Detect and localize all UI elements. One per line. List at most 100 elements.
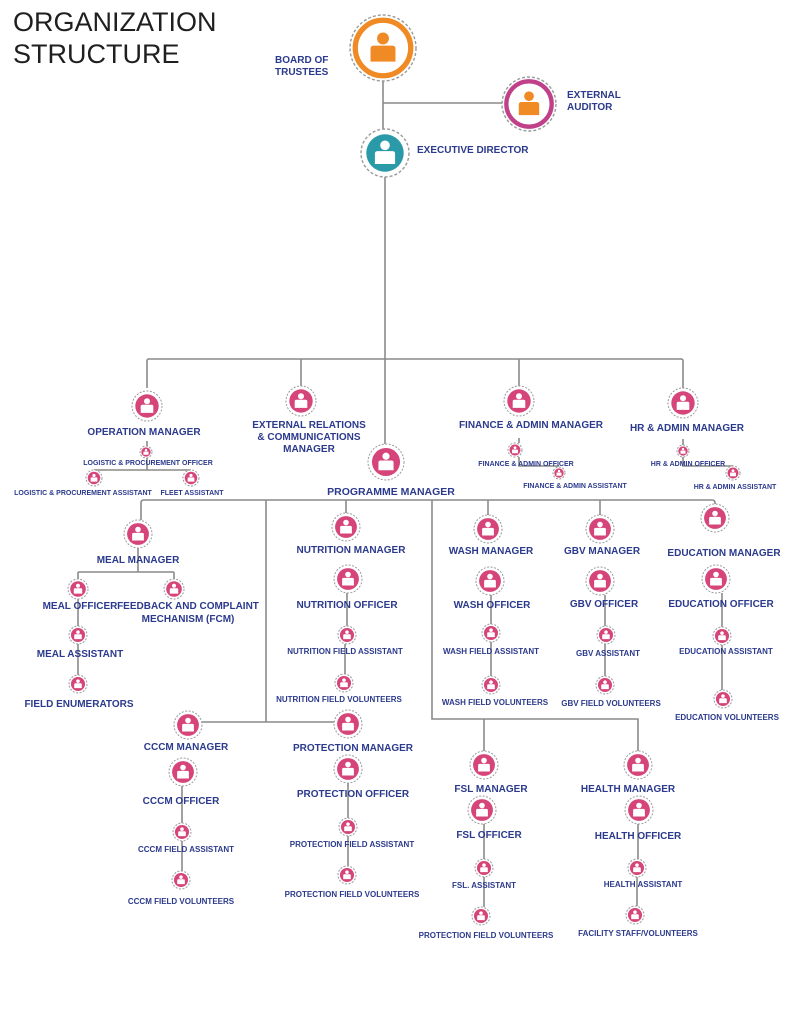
org-node-fe: FIELD ENUMERATORS [24, 674, 134, 710]
org-node-gbvv: GBV FIELD VOLUNTEERS [561, 675, 661, 708]
node-label-line: NUTRITION FIELD ASSISTANT [287, 647, 403, 656]
org-node-healtha: HEALTH ASSISTANT [604, 858, 682, 889]
org-node-fslo: FSL OFFICER [456, 795, 522, 841]
person-body [512, 399, 526, 408]
node-label-line: EDUCATION MANAGER [667, 548, 781, 559]
org-node-fao: FINANCE & ADMIN OFFICER [478, 442, 574, 468]
person-head [76, 679, 80, 683]
org-node-mealm: MEAL MANAGER [97, 519, 180, 566]
person-head [633, 910, 637, 914]
node-label-line: WASH OFFICER [454, 600, 531, 611]
org-node-fleet: FLEET ASSISTANT [161, 469, 224, 497]
node-label: FACILITY STAFF/VOLUNTEERS [578, 929, 698, 938]
person-head [712, 510, 718, 517]
person-body [340, 682, 348, 688]
org-node-opm: OPERATION MANAGER [87, 390, 201, 438]
org-node-eduo: EDUCATION OFFICER [668, 564, 774, 610]
node-label-line: PROTECTION MANAGER [293, 743, 414, 754]
node-label: WASH MANAGER [449, 546, 534, 557]
person-body [487, 632, 495, 638]
person-head [135, 526, 141, 533]
person-body [484, 579, 496, 588]
person-body [370, 45, 396, 62]
node-label: WASH FIELD VOLUNTEERS [442, 698, 549, 707]
org-node-hrm: HR & ADMIN MANAGER [630, 387, 745, 434]
person-body [187, 477, 195, 482]
person-head [597, 521, 603, 528]
person-body [709, 516, 721, 525]
node-label-line: EDUCATION OFFICER [668, 599, 774, 610]
node-label: EDUCATION VOLUNTEERS [675, 713, 780, 722]
org-node-fam: FINANCE & ADMIN MANAGER [459, 385, 604, 431]
node-label-line: MEAL OFFICER [43, 601, 119, 612]
node-label-line: CCCM FIELD ASSISTANT [138, 845, 234, 854]
connector-line [431, 500, 639, 751]
person-head [76, 583, 80, 588]
person-body [632, 763, 644, 772]
node-label: CCCM FIELD ASSISTANT [138, 845, 234, 854]
org-node-cccmo: CCCM OFFICER [143, 757, 220, 807]
person-head [635, 757, 641, 764]
person-head [516, 393, 522, 400]
person-body [518, 102, 540, 116]
person-head [345, 630, 349, 634]
page-title: ORGANIZATION STRUCTURE [13, 6, 217, 70]
node-label: GBV ASSISTANT [576, 649, 640, 658]
person-body [177, 879, 185, 885]
node-label: FIELD ENUMERATORS [24, 699, 133, 710]
node-label: WASH OFFICER [454, 600, 531, 611]
node-label: WASH FIELD ASSISTANT [443, 647, 539, 656]
person-body [74, 683, 82, 689]
node-label: HEALTH OFFICER [595, 831, 682, 842]
person-head [557, 469, 561, 473]
node-label: FSL. ASSISTANT [452, 881, 516, 890]
person-body [342, 722, 354, 731]
org-node-exec: EXECUTIVE DIRECTOR [360, 128, 529, 178]
org-node-cccmv: CCCM FIELD VOLUNTEERS [128, 870, 235, 906]
node-label-line: NUTRITION MANAGER [297, 545, 407, 556]
node-label-line: WASH FIELD VOLUNTEERS [442, 698, 549, 707]
person-head [144, 398, 150, 405]
person-body [343, 634, 351, 640]
person-head [76, 630, 80, 634]
node-label: FINANCE & ADMIN MANAGER [459, 420, 604, 431]
org-node-cccma: CCCM FIELD ASSISTANT [138, 822, 234, 854]
org-node-proto: PROTECTION OFFICER [297, 754, 410, 800]
org-node-gbvo: GBV OFFICER [570, 566, 639, 610]
org-node-healtho: HEALTH OFFICER [595, 795, 682, 842]
person-body [718, 635, 726, 641]
node-label: HR & ADMIN MANAGER [630, 423, 745, 434]
node-label: HEALTH MANAGER [581, 784, 676, 795]
person-body [343, 874, 351, 880]
person-body [177, 770, 189, 779]
org-node-lpo: LOGISTIC & PROCUREMENT OFFICER [83, 445, 213, 467]
node-label: MEAL OFFICER [43, 601, 119, 612]
node-label-line: BOARD OF [275, 55, 328, 66]
node-label-line: PROTECTION FIELD VOLUNTEERS [419, 931, 554, 940]
person-body [477, 915, 485, 921]
node-label-line: EDUCATION ASSISTANT [679, 647, 773, 656]
person-head [185, 717, 191, 724]
node-label-line: CCCM MANAGER [144, 742, 229, 753]
node-label-line: FACILITY STAFF/VOLUNTEERS [578, 929, 698, 938]
node-label-line: EXECUTIVE DIRECTOR [417, 145, 529, 156]
person-body [480, 867, 488, 873]
node-label: EDUCATION OFFICER [668, 599, 774, 610]
node-label-line: HR & ADMIN MANAGER [630, 423, 745, 434]
person-head [731, 469, 735, 473]
connector-line [682, 457, 733, 467]
node-label-line: PROGRAMME MANAGER [327, 486, 455, 498]
person-head [635, 863, 639, 867]
person-head [489, 628, 493, 632]
person-head [180, 764, 186, 771]
node-label-line: FIELD ENUMERATORS [24, 699, 133, 710]
person-head [513, 446, 517, 450]
person-head [721, 694, 725, 698]
connector-line [518, 457, 559, 467]
node-label-line: FEEDBACK AND COMPLAINT [117, 601, 259, 612]
